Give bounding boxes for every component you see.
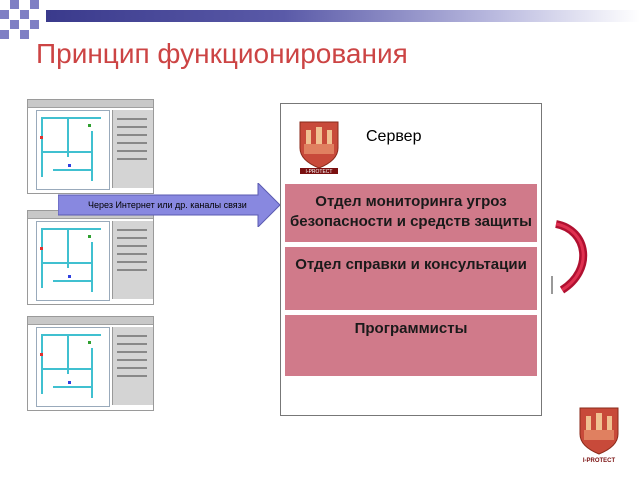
header-gradient-bar <box>46 10 640 22</box>
curved-arrow-icon <box>551 220 588 294</box>
corner-shield-logo-icon: I-PROTECT <box>579 407 619 464</box>
corner-checker-decoration <box>0 0 40 40</box>
slide-title: Принцип функционирования <box>36 38 408 69</box>
client-screenshot-3 <box>27 316 154 411</box>
shield-logo-icon: I-PROTECT <box>299 121 339 175</box>
department-programmers: Программисты <box>285 315 537 376</box>
logo-text: I-PROTECT <box>306 169 333 175</box>
department-support: Отдел справки и консультации <box>285 247 537 310</box>
arrow-label: Через Интернет или др. каналы связи <box>88 200 247 210</box>
right-arrow-icon <box>58 183 281 227</box>
corner-logo-text: I-PROTECT <box>583 458 616 464</box>
client-screenshot-1 <box>27 99 154 194</box>
department-monitoring: Отдел мониторинга угроз безопасности и с… <box>285 184 537 242</box>
server-label: Сервер <box>366 128 422 145</box>
